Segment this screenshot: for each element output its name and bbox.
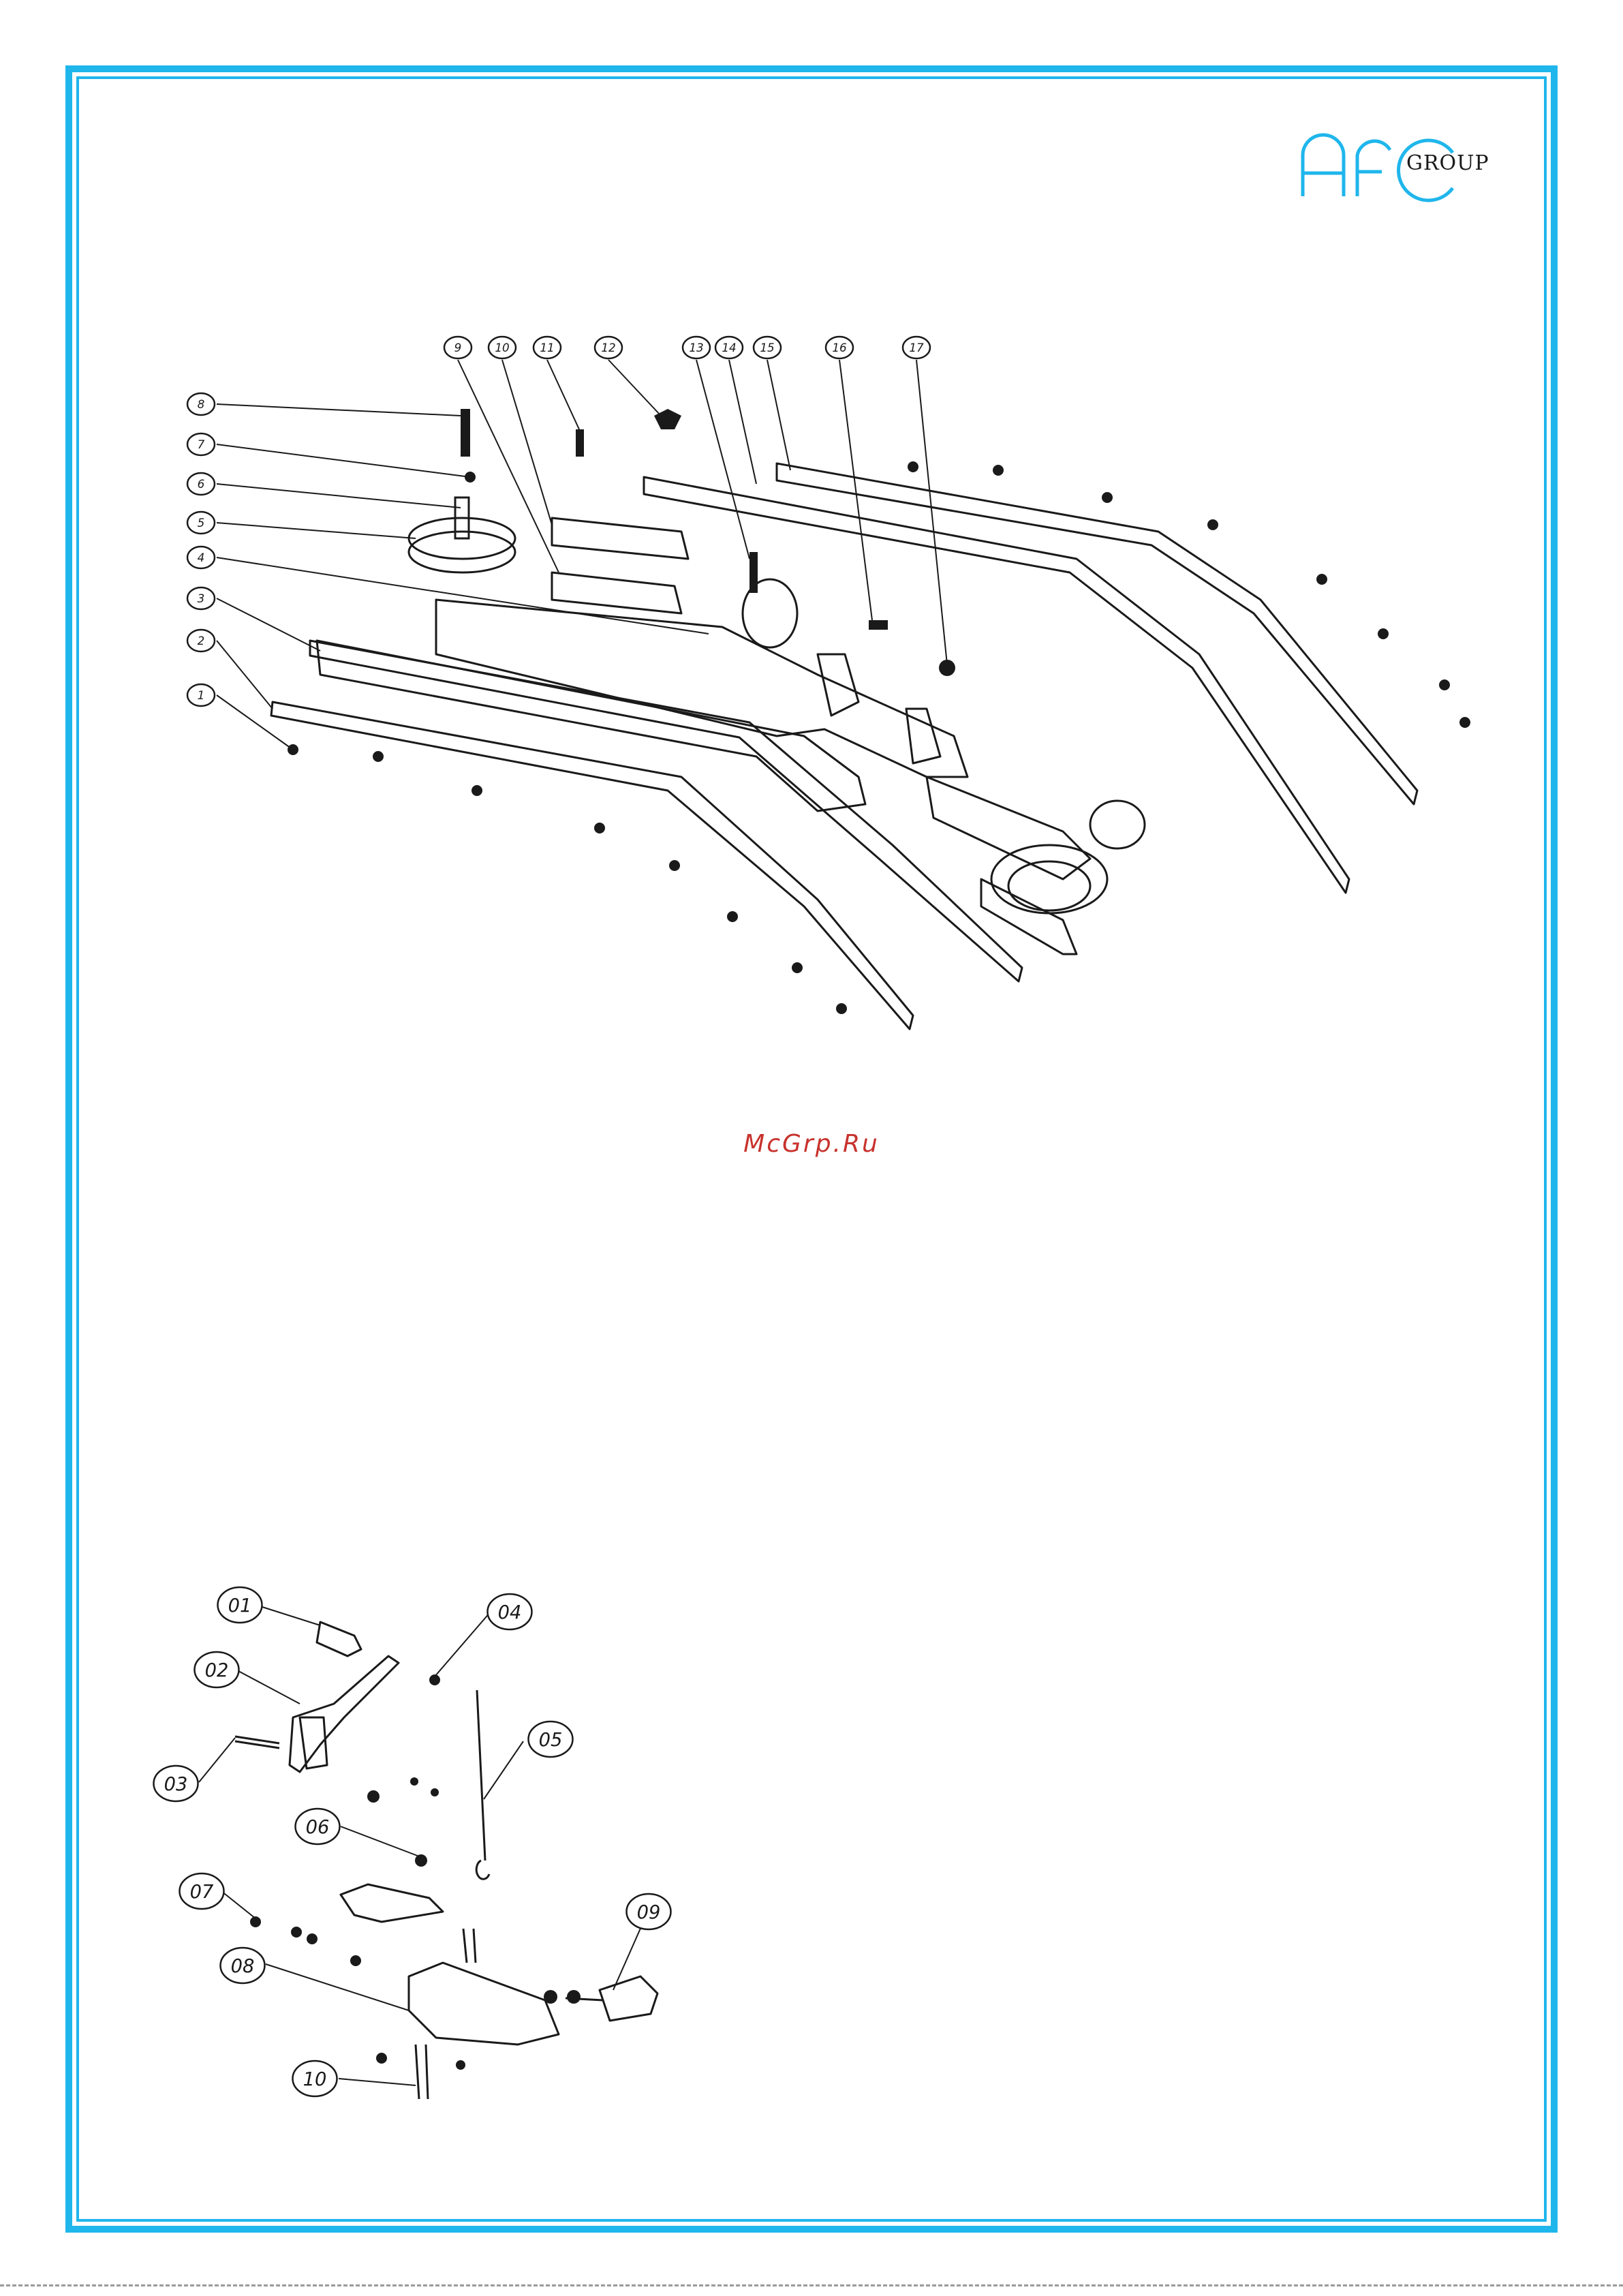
callout-bottom-09: 09 <box>627 1894 671 1929</box>
svg-text:08: 08 <box>231 1956 255 1977</box>
part-01-grip <box>317 1622 361 1656</box>
svg-text:10: 10 <box>303 2069 327 2090</box>
callout-bottom-06: 06 <box>296 1809 340 1844</box>
part-02-lever <box>290 1656 399 1772</box>
svg-text:09: 09 <box>637 1902 661 1923</box>
callout-bottom-05: 05 <box>529 1721 573 1757</box>
svg-text:07: 07 <box>190 1882 214 1903</box>
callout-bottom-10: 10 <box>293 2061 337 2096</box>
callout-bottom-02: 02 <box>195 1652 239 1687</box>
callout-bottom-07: 07 <box>180 1873 224 1909</box>
svg-text:01: 01 <box>228 1595 252 1617</box>
part-09-knob <box>600 1976 658 2021</box>
part-05-rod <box>476 1690 489 1879</box>
page-bottom-dash <box>0 2284 1623 2286</box>
svg-text:03: 03 <box>164 1774 188 1795</box>
svg-text:06: 06 <box>306 1817 330 1838</box>
svg-text:02: 02 <box>205 1660 229 1681</box>
part-10-bolt <box>416 2045 428 2099</box>
callout-bottom-01: 01 <box>218 1587 262 1623</box>
callout-bottom-08: 08 <box>221 1948 265 1983</box>
svg-text:05: 05 <box>539 1730 563 1751</box>
part-06-bracket <box>341 1884 443 1922</box>
svg-text:04: 04 <box>498 1602 522 1623</box>
part-08-base <box>409 1963 559 2045</box>
callout-bottom-03: 03 <box>154 1766 198 1801</box>
callout-bottom-04: 04 <box>488 1594 532 1629</box>
